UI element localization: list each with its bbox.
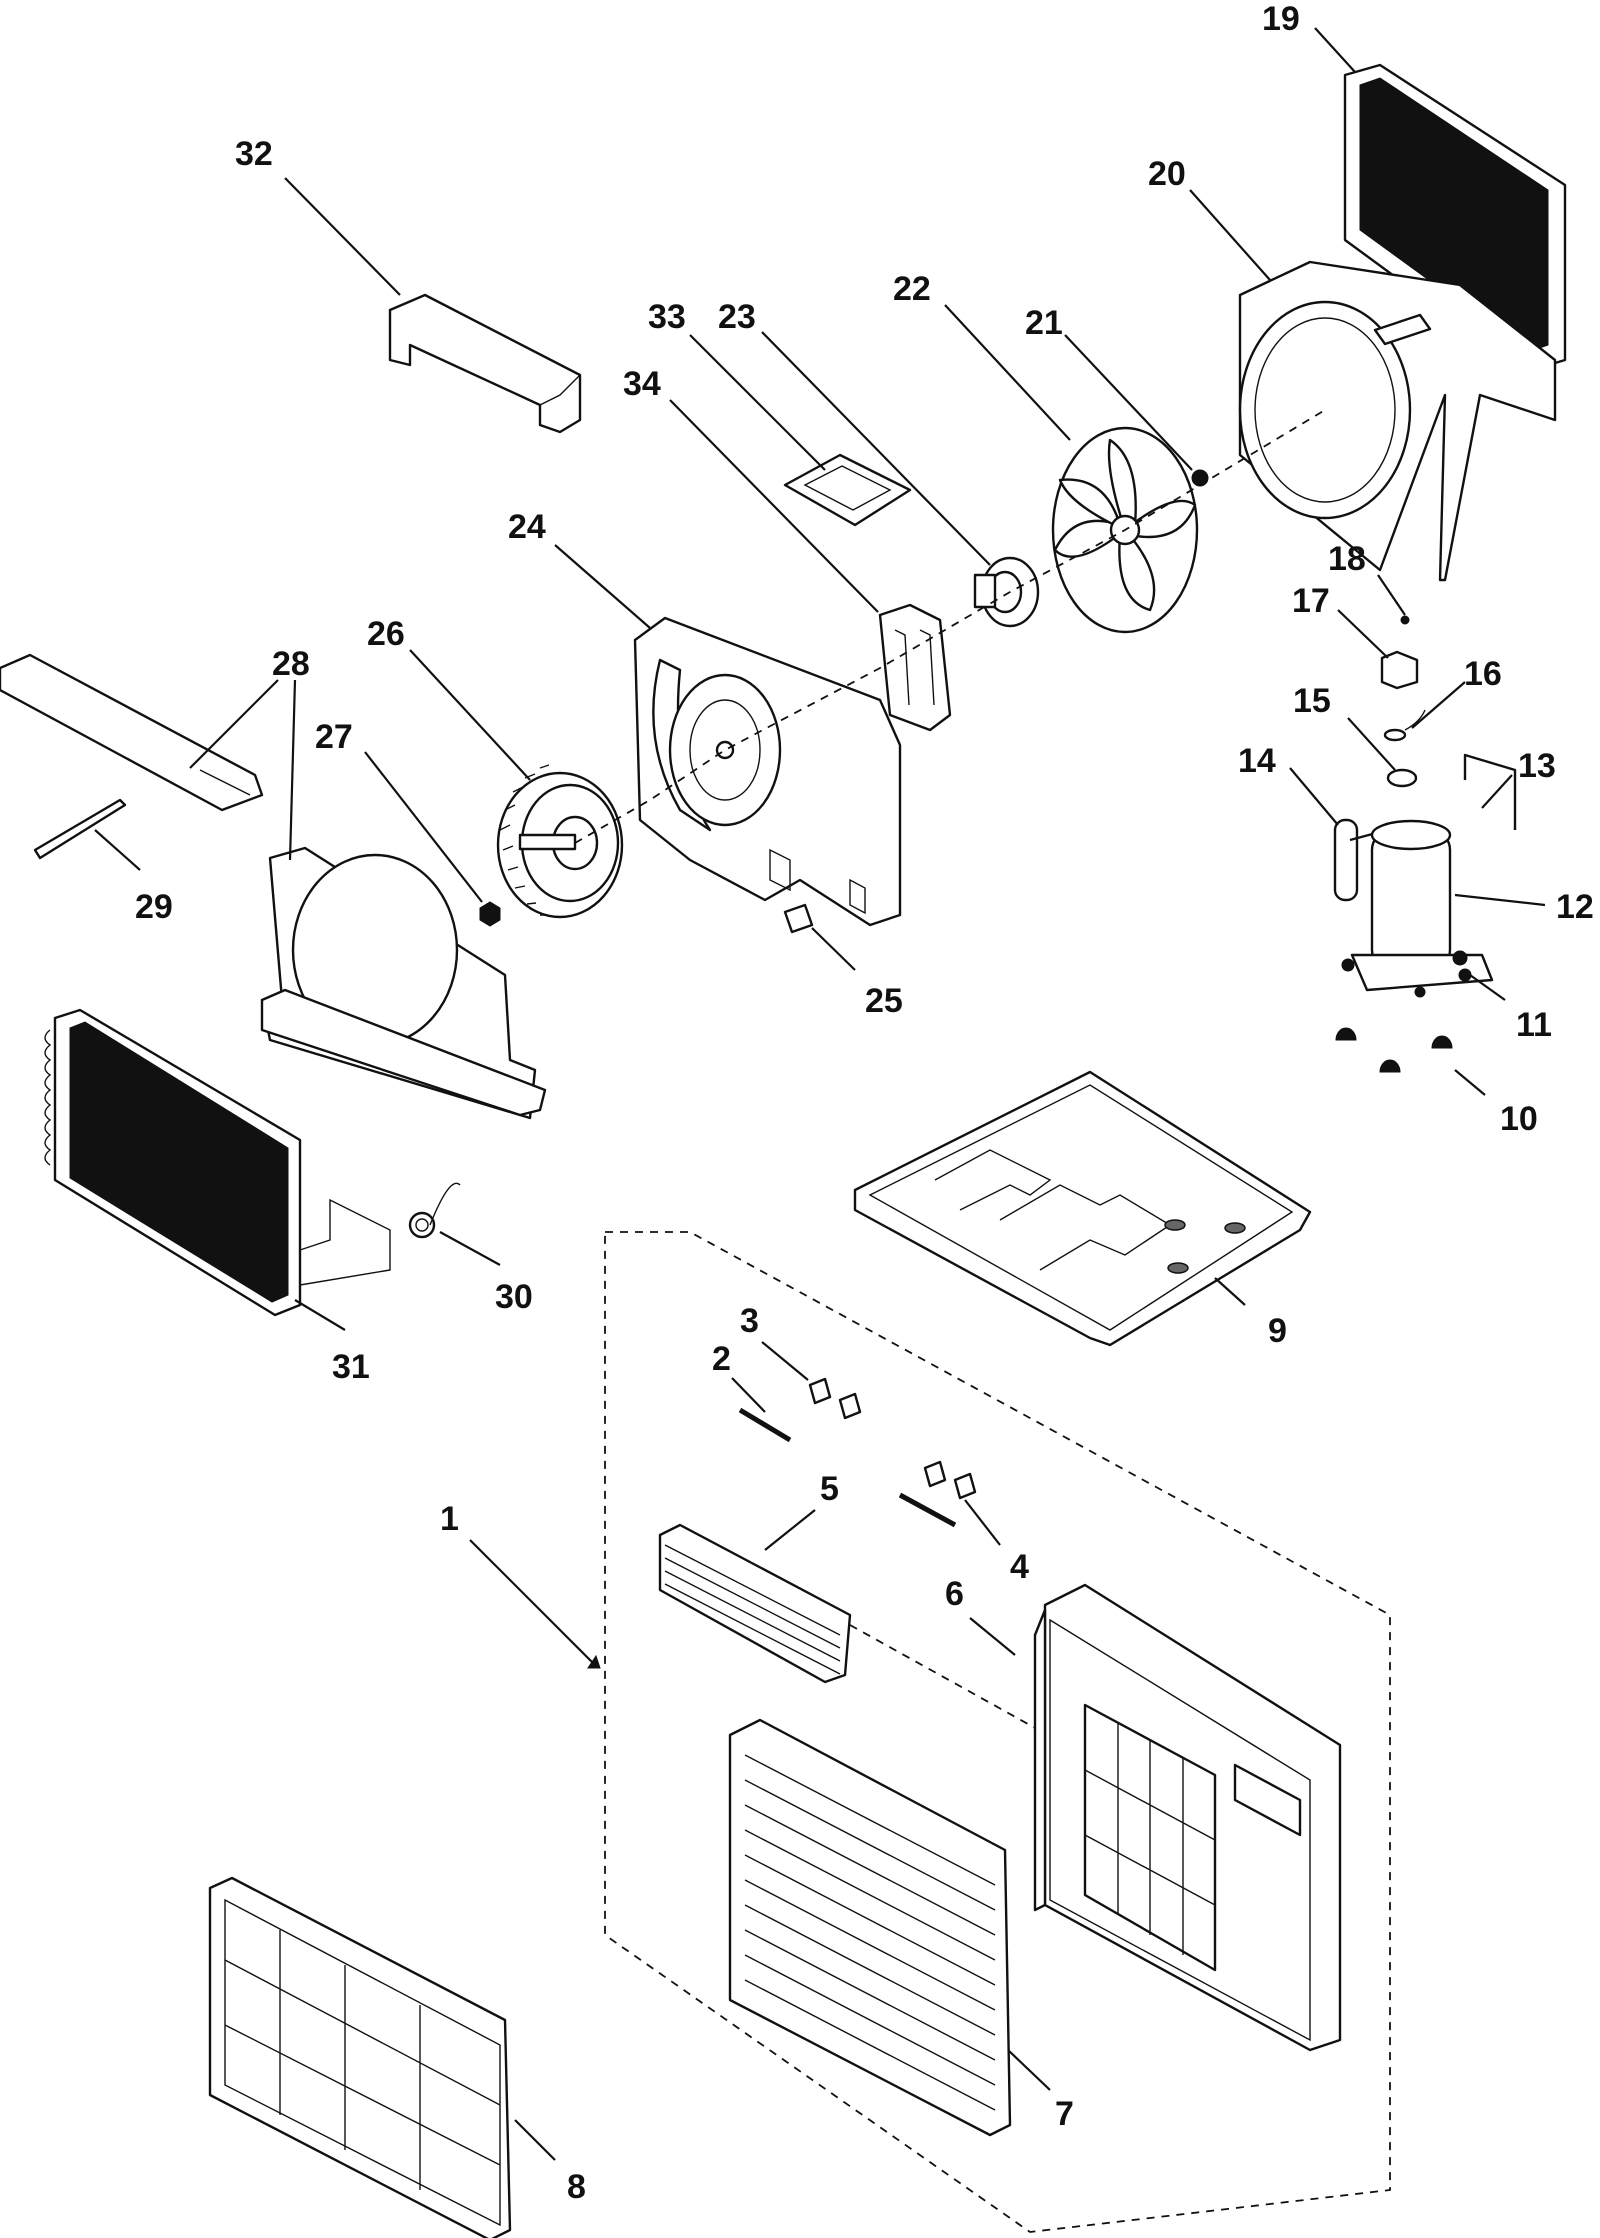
label-4: 4: [1010, 1548, 1029, 1586]
label-28: 28: [272, 645, 310, 683]
label-22: 22: [893, 270, 931, 308]
label-10: 10: [1500, 1100, 1538, 1138]
label-14: 14: [1238, 742, 1276, 780]
top-cover: [388, 293, 582, 434]
fan-motor: [973, 556, 1040, 628]
label-16: 16: [1464, 655, 1502, 693]
label-21: 21: [1025, 304, 1063, 342]
label-13: 13: [1518, 747, 1556, 785]
label-11: 11: [1516, 1006, 1552, 1044]
label-31: 31: [332, 1348, 370, 1386]
base-pan: [853, 1070, 1312, 1347]
callouts: 1 2 3 4 5 6 7 8 9 10 11 12 13: [94, 0, 1594, 2206]
assembly-axis-lines: [574, 409, 1326, 844]
label-1: 1: [440, 1500, 459, 1538]
label-26: 26: [367, 615, 405, 653]
front-assembly-boundary: [604, 1231, 1391, 2233]
condenser-coil: [1343, 63, 1567, 374]
evaporator-coil: [44, 1008, 302, 1317]
label-33: 33: [648, 298, 686, 336]
label-15: 15: [1293, 682, 1331, 720]
motor-bracket: [878, 603, 952, 732]
label-17: 17: [1292, 582, 1330, 620]
front-frame: [1033, 1583, 1342, 2052]
label-25: 25: [865, 982, 903, 1020]
label-19: 19: [1262, 0, 1300, 38]
fan-nut: [1191, 469, 1209, 487]
label-32: 32: [235, 135, 273, 173]
harness-clip: [783, 903, 814, 934]
label-6: 6: [945, 1575, 964, 1613]
air-louver: [658, 1523, 852, 1684]
label-12: 12: [1556, 888, 1594, 926]
orifice-panel: [0, 653, 547, 1120]
label-9: 9: [1268, 1312, 1287, 1350]
hinge-parts: [738, 1377, 977, 1528]
blower-wheel: [496, 764, 624, 919]
air-filter: [208, 1876, 512, 2238]
front-grille: [728, 1718, 1012, 2137]
condenser-shroud: [1238, 260, 1557, 582]
label-30: 30: [495, 1278, 533, 1316]
side-bracket: [33, 798, 127, 860]
label-18: 18: [1328, 540, 1366, 578]
label-5: 5: [820, 1470, 839, 1508]
label-3: 3: [740, 1302, 759, 1340]
label-29: 29: [135, 888, 173, 926]
label-27: 27: [315, 718, 353, 756]
blower-housing: [633, 616, 902, 927]
label-8: 8: [567, 2168, 586, 2206]
drain-assembly: [299, 1182, 461, 1286]
compressor-assembly: [1333, 615, 1517, 1073]
blower-nut: [479, 901, 501, 927]
label-23: 23: [718, 298, 756, 336]
leader-1: [469, 1539, 596, 1666]
label-34: 34: [623, 365, 661, 403]
label-20: 20: [1148, 155, 1186, 193]
label-24: 24: [508, 508, 546, 546]
label-7: 7: [1055, 2095, 1074, 2133]
label-2: 2: [712, 1340, 731, 1378]
mounting-plate: [783, 453, 912, 527]
